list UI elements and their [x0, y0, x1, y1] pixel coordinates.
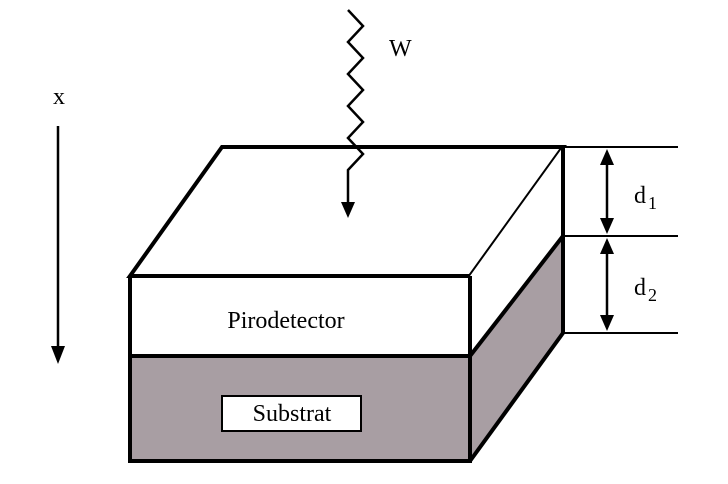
x-axis-label: x: [53, 84, 65, 110]
x-axis-arrowhead: [51, 346, 65, 364]
substrate-side-face: [470, 236, 563, 461]
pyrodetector-side-face: [470, 147, 563, 356]
d2-dimension-arrow: [600, 238, 614, 331]
x-axis: x: [51, 84, 65, 364]
substrate-label-box: Substrat: [221, 395, 362, 432]
substrate-label: Substrat: [253, 401, 332, 427]
block-outline: [128, 147, 565, 463]
radiation-label: W: [389, 36, 412, 62]
dimension-lines: [563, 146, 678, 334]
d1-dimension-arrow: [600, 149, 614, 234]
pyrodetector-label: Pirodetector: [227, 308, 344, 334]
wavy-arrow-icon: [341, 9, 365, 218]
